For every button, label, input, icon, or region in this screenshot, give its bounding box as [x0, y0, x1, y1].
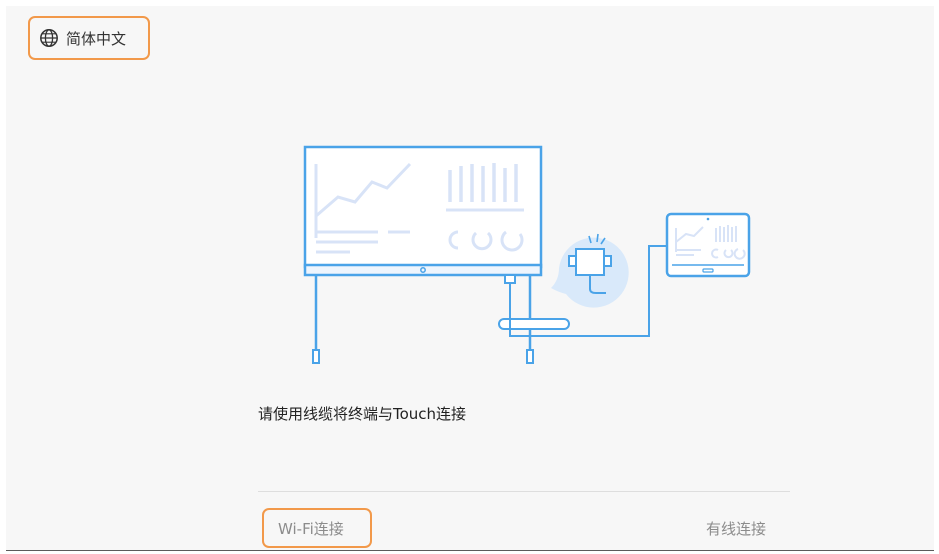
board-icon — [303, 145, 570, 364]
network-adapter-icon — [551, 233, 629, 308]
tab-wired-connection[interactable]: 有线连接 — [706, 519, 767, 538]
tab-divider — [258, 491, 790, 492]
language-selector-button[interactable]: 简体中文 — [28, 16, 150, 60]
connection-instruction: 请使用线缆将终端与Touch连接 — [258, 405, 467, 423]
tablet-icon — [665, 212, 751, 278]
globe-icon — [39, 28, 59, 48]
tab-wifi-connection[interactable]: Wi-Fi连接 — [262, 508, 372, 548]
connection-illustration — [303, 145, 751, 364]
setup-window: 简体中文 — [6, 6, 934, 551]
language-label: 简体中文 — [66, 29, 127, 48]
